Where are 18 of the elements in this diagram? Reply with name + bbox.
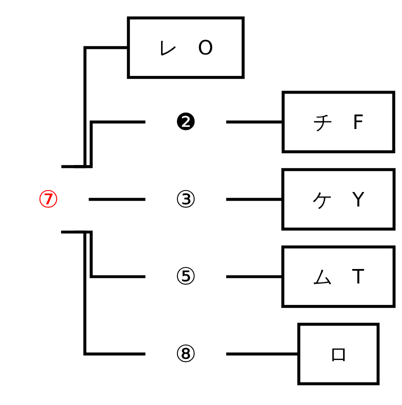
node-box: ロ xyxy=(297,322,380,386)
connector xyxy=(61,46,128,168)
connector xyxy=(226,198,283,202)
node-box: ム T xyxy=(281,246,396,308)
connector xyxy=(226,352,299,356)
node-box: チ F xyxy=(282,90,396,154)
connector xyxy=(61,230,146,356)
connector xyxy=(226,120,284,124)
node-text: ⑦ xyxy=(38,186,60,214)
node-text: ❷ xyxy=(175,108,196,136)
connector xyxy=(226,275,283,278)
node-text: ⑤ xyxy=(175,262,196,291)
node-text: ③ xyxy=(175,186,196,214)
node-text: ⑧ xyxy=(175,340,196,368)
connector xyxy=(88,198,146,202)
node-box: レ O xyxy=(126,16,245,80)
node-box: ケ Y xyxy=(281,168,396,231)
connector xyxy=(74,120,146,168)
